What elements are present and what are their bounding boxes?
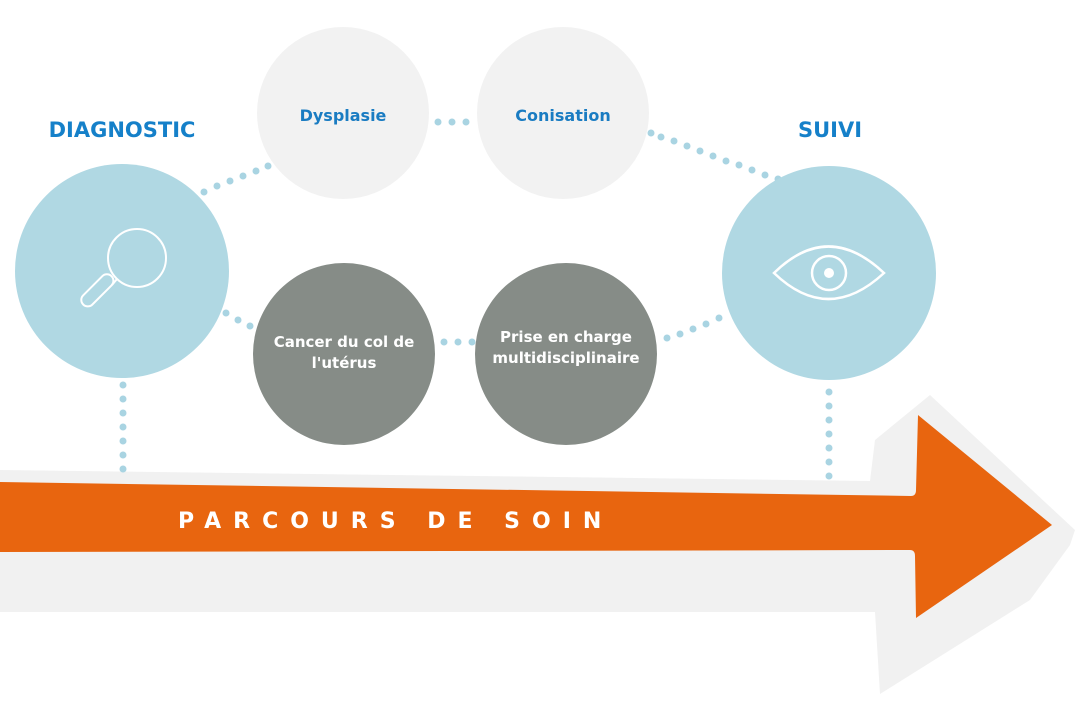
prise-en-charge-circle bbox=[475, 263, 657, 445]
cancer-label-line2: l'utérus bbox=[311, 354, 377, 372]
magnifier-icon bbox=[80, 228, 167, 308]
prise-en-charge-label: Prise en charge multidisciplinaire bbox=[476, 327, 656, 369]
prise-en-charge-label-line2: multidisciplinaire bbox=[492, 349, 640, 367]
dysplasie-circle bbox=[257, 27, 429, 199]
conisation-circle bbox=[477, 27, 649, 199]
arrow-label: PARCOURS DE SOIN bbox=[178, 509, 614, 534]
suivi-heading: SUIVI bbox=[797, 118, 863, 142]
cancer-label: Cancer du col de l'utérus bbox=[254, 332, 434, 374]
eye-icon bbox=[772, 245, 886, 301]
diagnostic-heading: DIAGNOSTIC bbox=[48, 118, 196, 142]
cancer-circle bbox=[253, 263, 435, 445]
dysplasie-label: Dysplasie bbox=[299, 106, 387, 125]
prise-en-charge-label-line1: Prise en charge bbox=[500, 328, 632, 346]
conisation-label: Conisation bbox=[515, 106, 611, 125]
dot-connectors bbox=[119, 118, 833, 480]
cancer-label-line1: Cancer du col de bbox=[273, 333, 415, 351]
diagnostic-circle bbox=[15, 164, 229, 378]
orange-arrow bbox=[0, 415, 1052, 618]
